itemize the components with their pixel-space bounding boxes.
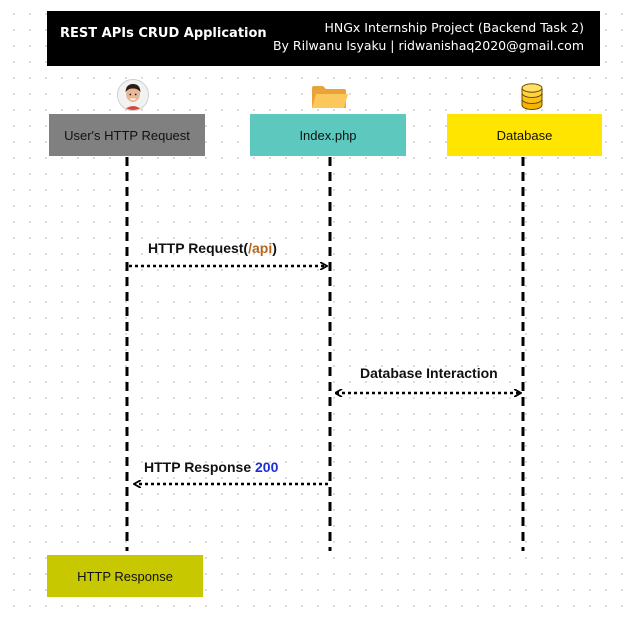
- response-message-text: HTTP Response: [144, 459, 255, 475]
- participant-index-php: Index.php: [250, 114, 406, 156]
- request-path: /api: [248, 240, 273, 256]
- http-response-label: HTTP Response: [77, 568, 173, 584]
- project-title: HNGx Internship Project (Backend Task 2): [324, 20, 585, 35]
- participant-database-label: Database: [496, 127, 553, 143]
- participant-database: Database: [447, 114, 602, 156]
- author-line: By Rilwanu Isyaku | ridwanishaq2020@gmai…: [272, 38, 584, 53]
- header-banner: REST APIs CRUD Application HNGx Internsh…: [47, 11, 600, 66]
- database-icon: [520, 83, 544, 111]
- participant-user-request: User's HTTP Request: [49, 114, 205, 156]
- http-response-box: HTTP Response: [47, 555, 203, 597]
- app-title: REST APIs CRUD Application: [60, 26, 267, 41]
- response-message: HTTP Response 200: [144, 459, 278, 475]
- user-avatar-icon: [117, 79, 149, 111]
- folder-icon: [311, 84, 349, 110]
- participant-index-php-label: Index.php: [299, 127, 357, 143]
- db-interaction-message: Database Interaction: [360, 365, 498, 381]
- request-message: HTTP Request(/api): [148, 240, 277, 256]
- db-interaction-text: Database Interaction: [360, 365, 498, 381]
- request-close: ): [272, 240, 277, 256]
- participant-user-request-label: User's HTTP Request: [64, 127, 190, 143]
- request-message-text: HTTP Request(: [148, 240, 249, 256]
- response-status-code: 200: [255, 459, 279, 475]
